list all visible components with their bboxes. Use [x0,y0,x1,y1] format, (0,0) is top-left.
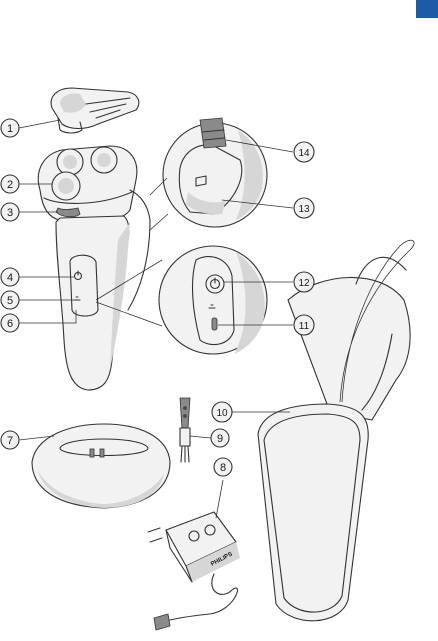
callout-number: 6 [7,318,13,330]
callout-number: 12 [298,278,310,289]
callout-number: 8 [220,462,226,474]
callout-number: 10 [216,408,228,419]
callout-10: 10 [212,402,232,422]
callout-13: 13 [294,198,314,218]
callout-6: 6 [1,314,19,332]
trimmer-detail-view [150,118,267,230]
callout-14: 14 [294,142,314,162]
callout-number: 13 [298,204,310,215]
callout-number: 5 [7,295,13,307]
callout-number: 11 [299,321,310,332]
adapter: PHILIPS [148,512,240,630]
callout-1: 1 [1,119,19,137]
callout-5: 5 [1,291,19,309]
shaver-body [38,146,150,390]
callout-12: 12 [294,272,314,292]
callout-7: 7 [1,431,19,449]
callout-number: 4 [7,272,13,284]
pouch [258,240,414,621]
protection-cap [51,88,139,133]
callout-number: 9 [217,433,223,445]
charging-stand [32,424,170,508]
callout-number: 3 [7,207,13,219]
callout-9: 9 [211,429,229,447]
callout-number: 2 [7,179,13,191]
cleaning-brush [180,398,190,462]
callout-8: 8 [214,458,232,476]
callout-3: 3 [1,203,19,221]
callout-number: 7 [7,435,13,447]
callout-number: 14 [298,148,310,159]
callout-11: 11 [294,315,314,335]
callout-number: 1 [7,123,13,135]
callout-4: 4 [1,268,19,286]
callout-2: 2 [1,175,19,193]
